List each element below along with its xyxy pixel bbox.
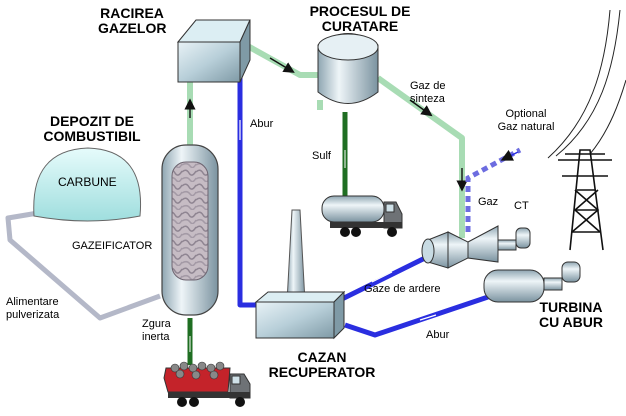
steam-turbine-label-line2: CU ABUR	[538, 314, 604, 330]
syngas-label-line1: Gaz de	[410, 80, 446, 92]
cleaning-vessel	[317, 33, 379, 104]
fuel-storage-label-line1: DEPOZIT DE	[49, 113, 134, 129]
syngas-label: Gaz de sinteza	[410, 80, 445, 106]
syngas-arrows	[184, 57, 468, 192]
fuel-storage-label-line2: COMBUSTIBIL	[43, 128, 141, 144]
slag-dump-truck-icon	[163, 361, 251, 407]
chimney	[286, 209, 306, 303]
steam-bottom-label: Abur	[426, 329, 450, 341]
heat-recovery-boiler-label-line2: RECUPERATOR	[268, 364, 376, 380]
steam-arrows	[239, 120, 437, 321]
steam-turbine-label: TURBINA CU ABUR	[528, 300, 614, 330]
gas-cooling-label: RACIREA GAZELOR	[98, 6, 166, 36]
ct-label: CT	[514, 200, 529, 212]
gas-label: Gaz	[478, 196, 499, 208]
coal-dome	[33, 147, 142, 222]
pulverized-feed-label-line2: pulverizata	[6, 309, 60, 321]
fuel-storage-label: DEPOZIT DE COMBUSTIBIL	[36, 114, 148, 144]
sulfur-label: Sulf	[312, 150, 331, 162]
gas-cooling-label-line2: GAZELOR	[98, 20, 167, 36]
steam-lines	[237, 60, 489, 338]
optional-natural-gas-label: Optional Gaz natural	[490, 108, 562, 134]
inert-slag-label-line2: inerta	[142, 331, 170, 343]
sulf-tanker-truck-icon	[321, 195, 403, 237]
slag-arrows	[189, 150, 346, 352]
pulverized-feed-label: Alimentare pulverizata	[6, 296, 59, 322]
steam-turbine-label-line1: TURBINA	[539, 299, 603, 315]
cleaning-process-label: PROCESUL DE CURATARE	[306, 4, 414, 34]
cleaning-process-label-line1: PROCESUL DE	[309, 3, 411, 19]
flue-gas-label: Gaze de ardere	[364, 283, 441, 295]
heat-recovery-boiler	[254, 290, 346, 340]
steam-vertical-label: Abur	[250, 118, 274, 130]
transmission-tower-icon	[558, 149, 612, 251]
gas-turbine	[421, 225, 531, 269]
gas-cooler	[176, 19, 251, 83]
coal-label: CARBUNE	[58, 175, 117, 189]
power-lines	[547, 9, 626, 159]
feed-line	[5, 209, 161, 321]
optional-natural-gas-label-line2: Gaz natural	[497, 121, 555, 133]
inert-slag-label-line1: Zgura	[142, 318, 171, 330]
natural-gas-line	[465, 147, 522, 232]
gasifier-label: GAZEIFICATOR	[72, 240, 153, 252]
cleaning-process-label-line2: CURATARE	[321, 18, 399, 34]
inert-slag-label: Zgura inerta	[142, 318, 171, 344]
syngas-label-line2: sinteza	[410, 93, 445, 105]
gas-cooling-label-line1: RACIREA	[100, 5, 164, 21]
heat-recovery-boiler-label: CAZAN RECUPERATOR	[264, 350, 380, 380]
heat-recovery-boiler-label-line1: CAZAN	[297, 349, 347, 365]
gasifier	[161, 144, 219, 316]
optional-natural-gas-label-line1: Optional	[505, 108, 547, 120]
steam-turbine	[483, 261, 581, 303]
pulverized-feed-label-line1: Alimentare	[6, 296, 59, 308]
